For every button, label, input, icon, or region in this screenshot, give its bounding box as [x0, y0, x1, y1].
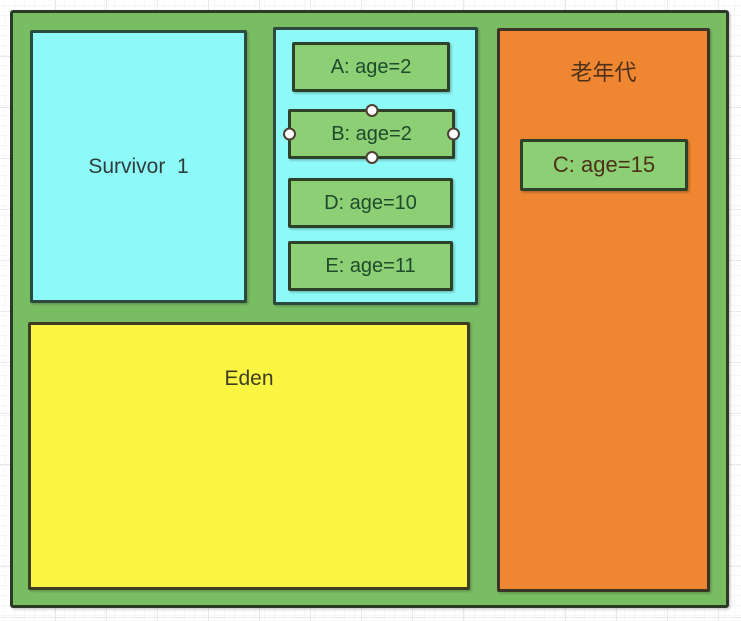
survivor1-shape[interactable]: Survivor 1 [30, 30, 247, 303]
heap-container-shape[interactable]: Survivor 1 A: age=2 B: age=2 D: age=10 E… [10, 10, 729, 608]
selection-handle-left[interactable] [283, 127, 296, 141]
object-a-shape[interactable]: A: age=2 [292, 42, 450, 92]
object-a-label: A: age=2 [330, 55, 412, 78]
object-d-shape[interactable]: D: age=10 [288, 178, 453, 228]
selection-handle-top[interactable] [365, 104, 378, 117]
eden-shape[interactable]: Eden [28, 322, 470, 590]
object-c-label: C: age=15 [552, 152, 656, 177]
object-b-label: B: age=2 [331, 122, 412, 145]
old-generation-shape[interactable]: 老年代 C: age=15 [497, 28, 710, 592]
eden-label: Eden [224, 367, 274, 390]
survivor2-region-shape[interactable]: A: age=2 B: age=2 D: age=10 E: age=11 [273, 27, 478, 305]
object-e-shape[interactable]: E: age=11 [288, 241, 453, 291]
object-c-shape[interactable]: C: age=15 [520, 139, 688, 191]
selection-handle-bottom[interactable] [365, 151, 378, 164]
object-d-label: D: age=10 [324, 191, 417, 214]
selection-handle-right[interactable] [447, 127, 460, 141]
survivor1-label: Survivor 1 [88, 154, 189, 178]
object-b-shape-selected[interactable]: B: age=2 [283, 104, 460, 164]
old-generation-label: 老年代 [570, 60, 637, 85]
object-e-label: E: age=11 [325, 254, 416, 277]
